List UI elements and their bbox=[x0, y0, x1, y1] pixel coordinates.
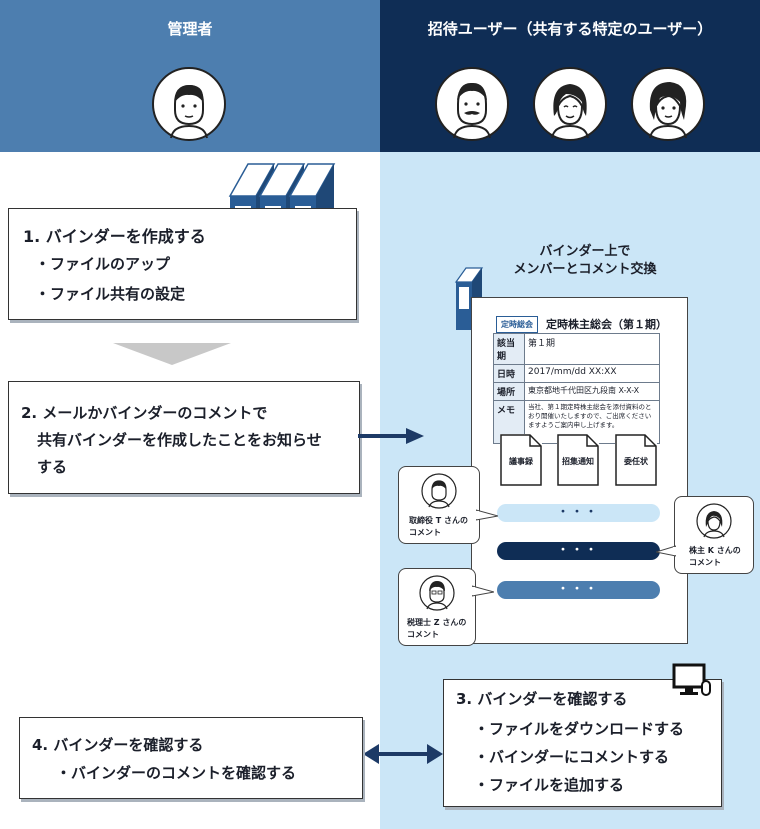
comment-pill-3[interactable]: ・・・ bbox=[497, 581, 660, 599]
step4-title: 4. バインダーを確認する bbox=[32, 736, 204, 754]
step2-line3: する bbox=[37, 458, 68, 476]
step4-item: ・バインダーのコメントを確認する bbox=[56, 764, 297, 782]
comment-pill-2[interactable]: ・・・ bbox=[497, 542, 660, 560]
bubble-tail bbox=[472, 585, 494, 597]
guest-woman2-avatar-icon bbox=[631, 67, 705, 141]
doc-title: 定時株主総会（第１期） bbox=[546, 318, 667, 331]
admin-header: 管理者 bbox=[0, 0, 380, 152]
step3-item: ・ファイルをダウンロードする bbox=[474, 720, 685, 738]
guest-woman-avatar-icon bbox=[533, 67, 607, 141]
doc-tag: 定時総会 bbox=[496, 316, 538, 333]
file-label: 議事録 bbox=[509, 457, 533, 466]
comment-label-line1: 税理士 Z さんの bbox=[407, 618, 467, 627]
comment-bubble-k: 株主 K さんの コメント bbox=[674, 496, 754, 574]
step3-box: 3. バインダーを確認する ・ファイルをダウンロードする ・バインダーにコメント… bbox=[443, 679, 722, 807]
guest-header-title: 招待ユーザー（共有する特定のユーザー） bbox=[427, 20, 713, 38]
table-row: 該当期第１期 bbox=[493, 333, 660, 365]
bubble-tail bbox=[656, 545, 676, 557]
row-key: 日時 bbox=[493, 364, 525, 383]
comment-label-line1: 株主 K さんの bbox=[689, 546, 741, 555]
step1-item: ・ファイルのアップ bbox=[35, 255, 171, 273]
row-key: 場所 bbox=[493, 382, 525, 401]
guest-man-avatar-icon bbox=[435, 67, 509, 141]
step3-item: ・ファイルを追加する bbox=[474, 776, 625, 794]
admin-avatar-icon bbox=[152, 67, 226, 141]
admin-header-title: 管理者 bbox=[167, 20, 213, 38]
comment-label-line2: コメント bbox=[407, 630, 439, 639]
step1-title: 1. バインダーを作成する bbox=[23, 227, 206, 246]
comment-label-line1: 取締役 T さんの bbox=[409, 516, 469, 525]
file-icon bbox=[557, 434, 599, 486]
bubble-tail bbox=[476, 509, 498, 521]
table-row: 場所東京都地千代田区九段南 X-X-X bbox=[493, 382, 660, 401]
file-icon bbox=[615, 434, 657, 486]
binder-caption-line1: バインダー上で bbox=[539, 244, 631, 259]
comment-label-line2: コメント bbox=[689, 558, 721, 567]
step2-line1: 2. メールかバインダーのコメントで bbox=[21, 404, 268, 422]
shareholder-avatar-icon bbox=[696, 503, 732, 539]
row-value: 第１期 bbox=[524, 333, 660, 365]
row-key: 該当期 bbox=[493, 333, 525, 365]
step1-item: ・ファイル共有の設定 bbox=[35, 285, 186, 303]
right-arrow-icon bbox=[358, 428, 424, 444]
file-card[interactable]: 議事録 bbox=[500, 434, 542, 486]
step2-box: 2. メールかバインダーのコメントで 共有バインダーを作成したことをお知らせ す… bbox=[8, 381, 360, 494]
tax-accountant-avatar-icon bbox=[419, 575, 455, 611]
computer-icon bbox=[672, 663, 711, 696]
comment-bubble-t: 取締役 T さんの コメント bbox=[398, 466, 480, 544]
file-label: 招集通知 bbox=[562, 457, 594, 466]
director-avatar-icon bbox=[421, 473, 457, 509]
row-value: 2017/mm/dd XX:XX bbox=[524, 364, 660, 383]
comment-label-line2: コメント bbox=[409, 528, 441, 537]
row-value: 東京都地千代田区九段南 X-X-X bbox=[524, 382, 660, 401]
file-icon bbox=[500, 434, 542, 486]
guest-header: 招待ユーザー（共有する特定のユーザー） bbox=[380, 0, 760, 152]
file-label: 委任状 bbox=[624, 457, 648, 466]
double-arrow-icon bbox=[363, 744, 443, 764]
down-arrow-icon bbox=[113, 343, 231, 365]
comment-bubble-z: 税理士 Z さんの コメント bbox=[398, 568, 476, 646]
step1-box: 1. バインダーを作成する ・ファイルのアップ ・ファイル共有の設定 bbox=[8, 208, 357, 320]
comment-pill-1[interactable]: ・・・ bbox=[497, 504, 660, 522]
step3-title: 3. バインダーを確認する bbox=[456, 690, 628, 708]
step4-box: 4. バインダーを確認する ・バインダーのコメントを確認する bbox=[19, 717, 363, 799]
step3-item: ・バインダーにコメントする bbox=[474, 748, 670, 766]
file-card[interactable]: 委任状 bbox=[615, 434, 657, 486]
binder-caption: バインダー上で メンバーとコメント交換 bbox=[480, 243, 690, 279]
file-card[interactable]: 招集通知 bbox=[557, 434, 599, 486]
step2-line2: 共有バインダーを作成したことをお知らせ bbox=[37, 431, 322, 449]
binder-caption-line2: メンバーとコメント交換 bbox=[513, 262, 657, 277]
